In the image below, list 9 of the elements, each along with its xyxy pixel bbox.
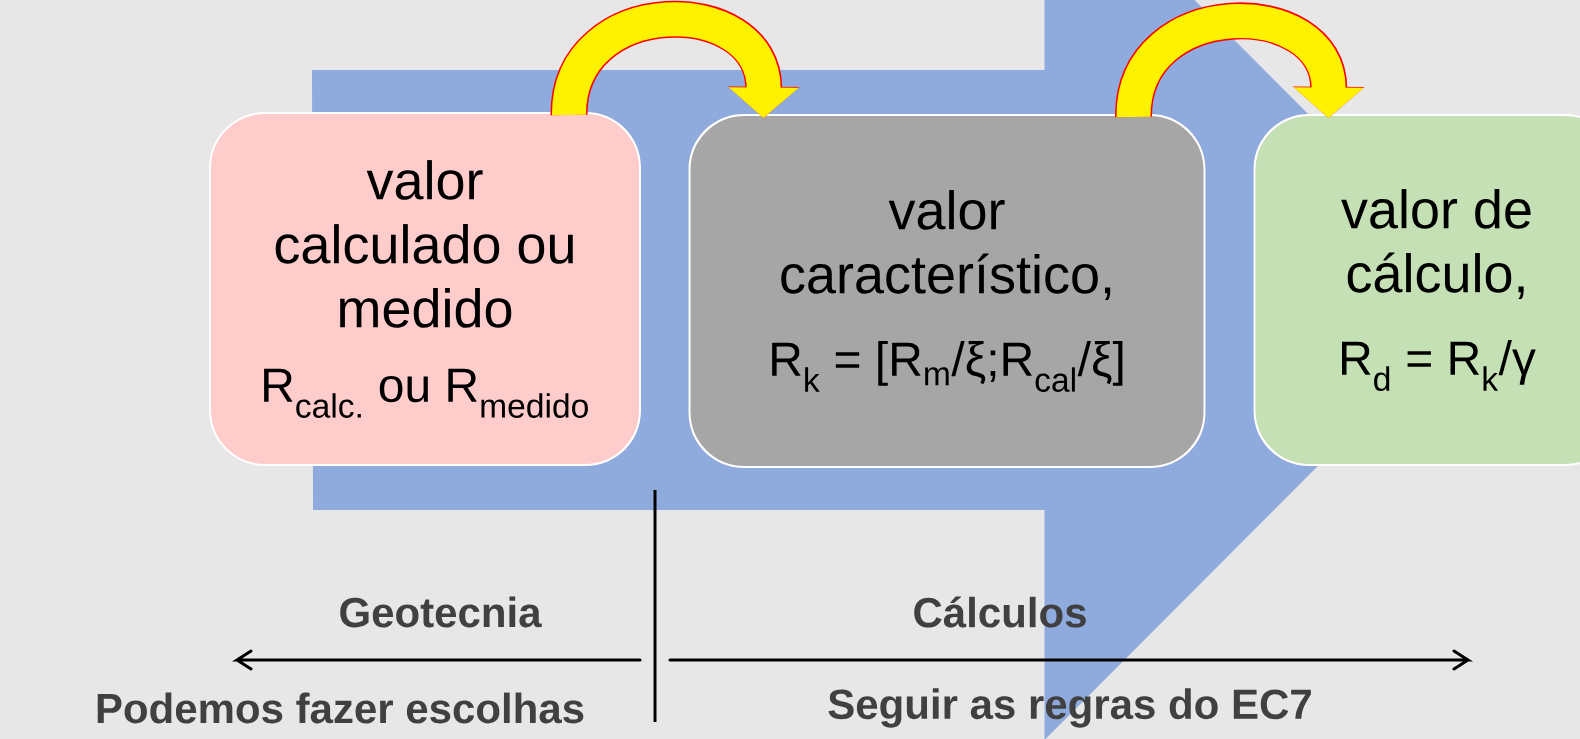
section-label: Podemos fazer escolhas (97, 692, 584, 724)
section-label: Cálculos (914, 596, 1086, 628)
section-label: Geotecnia (340, 596, 542, 628)
rounded-box: valor característico, R$_{k}$ = [R$_{m}$/ξ;R$_{cal}$/ξ] (688, 114, 1206, 468)
curved-arrow (1115, 2, 1365, 120)
curved-arrow (550, 1, 800, 118)
rounded-box: valor calculado ou medido R$_{calc.}$ ou R$_{medido}$ (209, 112, 641, 466)
section-label: Seguir as regras do EC7 (828, 688, 1311, 728)
rounded-box: valor de cálculo, R$_{d}$ = R$_{k}$/γ (1253, 114, 1580, 466)
